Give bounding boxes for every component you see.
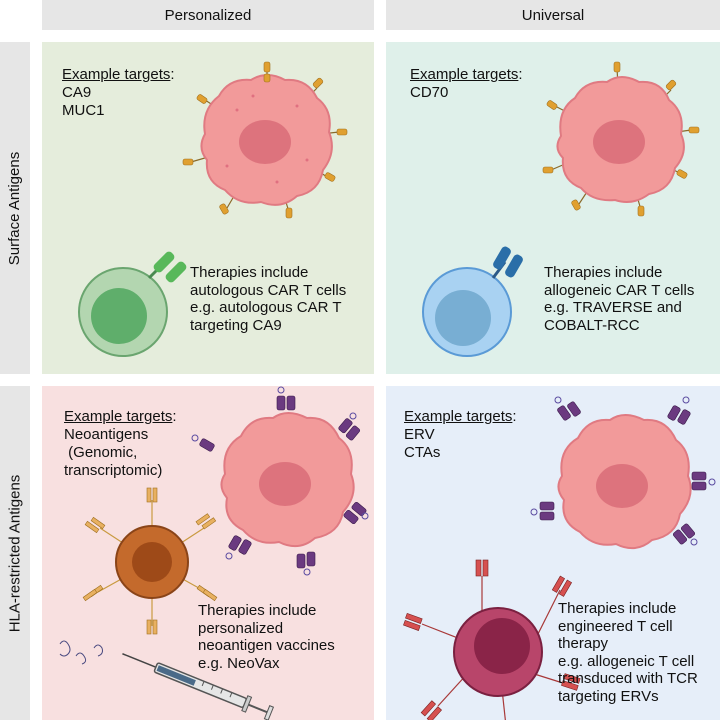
example-targets-label: Example targets [62, 66, 171, 83]
panel-hla-universal-art [403, 396, 716, 720]
target-item: MUC1 [62, 102, 105, 119]
therapy-line: e.g. autologous CAR T [190, 299, 342, 316]
target-item: ERV [404, 426, 435, 443]
therapy-line: Therapies include [558, 600, 677, 617]
engineered-t-cell-icon [403, 559, 581, 720]
targets-hla-personalized: Example targets: Neoantigens (Genomic, t… [64, 408, 177, 480]
car-t-cell-icon [78, 251, 187, 357]
therapy-line: targeting CA9 [190, 316, 282, 334]
therapy-line: Therapies include [198, 602, 317, 619]
colon: : [512, 408, 517, 425]
example-targets-label: Example targets [404, 408, 513, 425]
panel-hla-personalized-art [59, 386, 369, 720]
colon: : [518, 66, 523, 83]
target-item: CD70 [410, 84, 449, 101]
syringe-icon [122, 653, 275, 720]
column-header-personalized: Personalized [42, 0, 374, 30]
target-item: CTAs [404, 444, 441, 461]
example-targets-label: Example targets [64, 408, 173, 425]
row-header-hla-antigens: HLA-restricted Antigens [0, 386, 30, 720]
peptide-icon [59, 640, 103, 665]
targets-surface-universal: Example targets: CD70 [410, 66, 523, 102]
row-header-surface-antigens: Surface Antigens [0, 42, 30, 374]
dendritic-cell-icon [82, 487, 218, 635]
tumor-cell-icon [191, 386, 369, 576]
column-header-universal: Universal [386, 0, 720, 30]
panel-surface-personalized: Example targets: CA9 MUC1 Therapies incl… [42, 42, 374, 374]
panel-hla-personalized: Example targets: Neoantigens (Genomic, t… [42, 386, 374, 720]
therapy-line: neoantigen vaccines [198, 637, 335, 654]
tumor-cell-icon [542, 61, 700, 217]
therapy-surface-personalized: Therapies include autologous CAR T cells… [190, 264, 346, 334]
panel-hla-universal: Example targets: ERV CTAs Therapies incl… [386, 386, 720, 720]
tumor-cell-icon [182, 61, 348, 219]
therapy-line: COBALT-RCC [544, 316, 640, 334]
therapy-line: Therapies include [190, 264, 309, 281]
panel-surface-personalized-art [78, 61, 348, 357]
targets-hla-universal: Example targets: ERV CTAs [404, 408, 517, 462]
panel-surface-universal-art [422, 61, 700, 357]
row-header-hla-label: HLA-restricted Antigens [6, 474, 24, 632]
therapy-line: Therapies include [544, 264, 663, 281]
targets-surface-personalized: Example targets: CA9 MUC1 [62, 66, 175, 120]
target-item: (Genomic, [64, 444, 138, 461]
colon: : [172, 408, 177, 425]
therapy-line: allogeneic CAR T cells [544, 281, 695, 299]
tumor-cell-icon [530, 396, 716, 550]
therapy-line: therapy [558, 635, 609, 652]
therapy-hla-personalized: Therapies include personalized neoantige… [198, 602, 335, 672]
therapy-line: targeting ERVs [558, 687, 659, 705]
therapy-surface-universal: Therapies include allogeneic CAR T cells… [544, 264, 694, 334]
panel-surface-universal: Example targets: CD70 Therapies include … [386, 42, 720, 374]
therapy-line: transduced with TCR [558, 670, 698, 687]
colon: : [170, 66, 175, 83]
example-targets-label: Example targets [410, 66, 519, 83]
therapy-line: autologous CAR T cells [190, 281, 347, 299]
therapy-line: engineered T cell [558, 617, 673, 635]
target-item: CA9 [62, 84, 92, 101]
target-item: Neoantigens [64, 426, 149, 443]
row-header-surface-label: Surface Antigens [6, 151, 24, 265]
therapy-line: e.g. allogeneic T cell [558, 652, 695, 670]
car-t-cell-icon [422, 246, 523, 357]
therapy-hla-universal: Therapies include engineered T cell ther… [558, 600, 698, 705]
therapy-line: e.g. TRAVERSE and [544, 299, 682, 316]
therapy-line: personalized [198, 619, 284, 637]
target-item: transcriptomic) [64, 462, 163, 479]
therapy-line: e.g. NeoVax [198, 654, 280, 672]
